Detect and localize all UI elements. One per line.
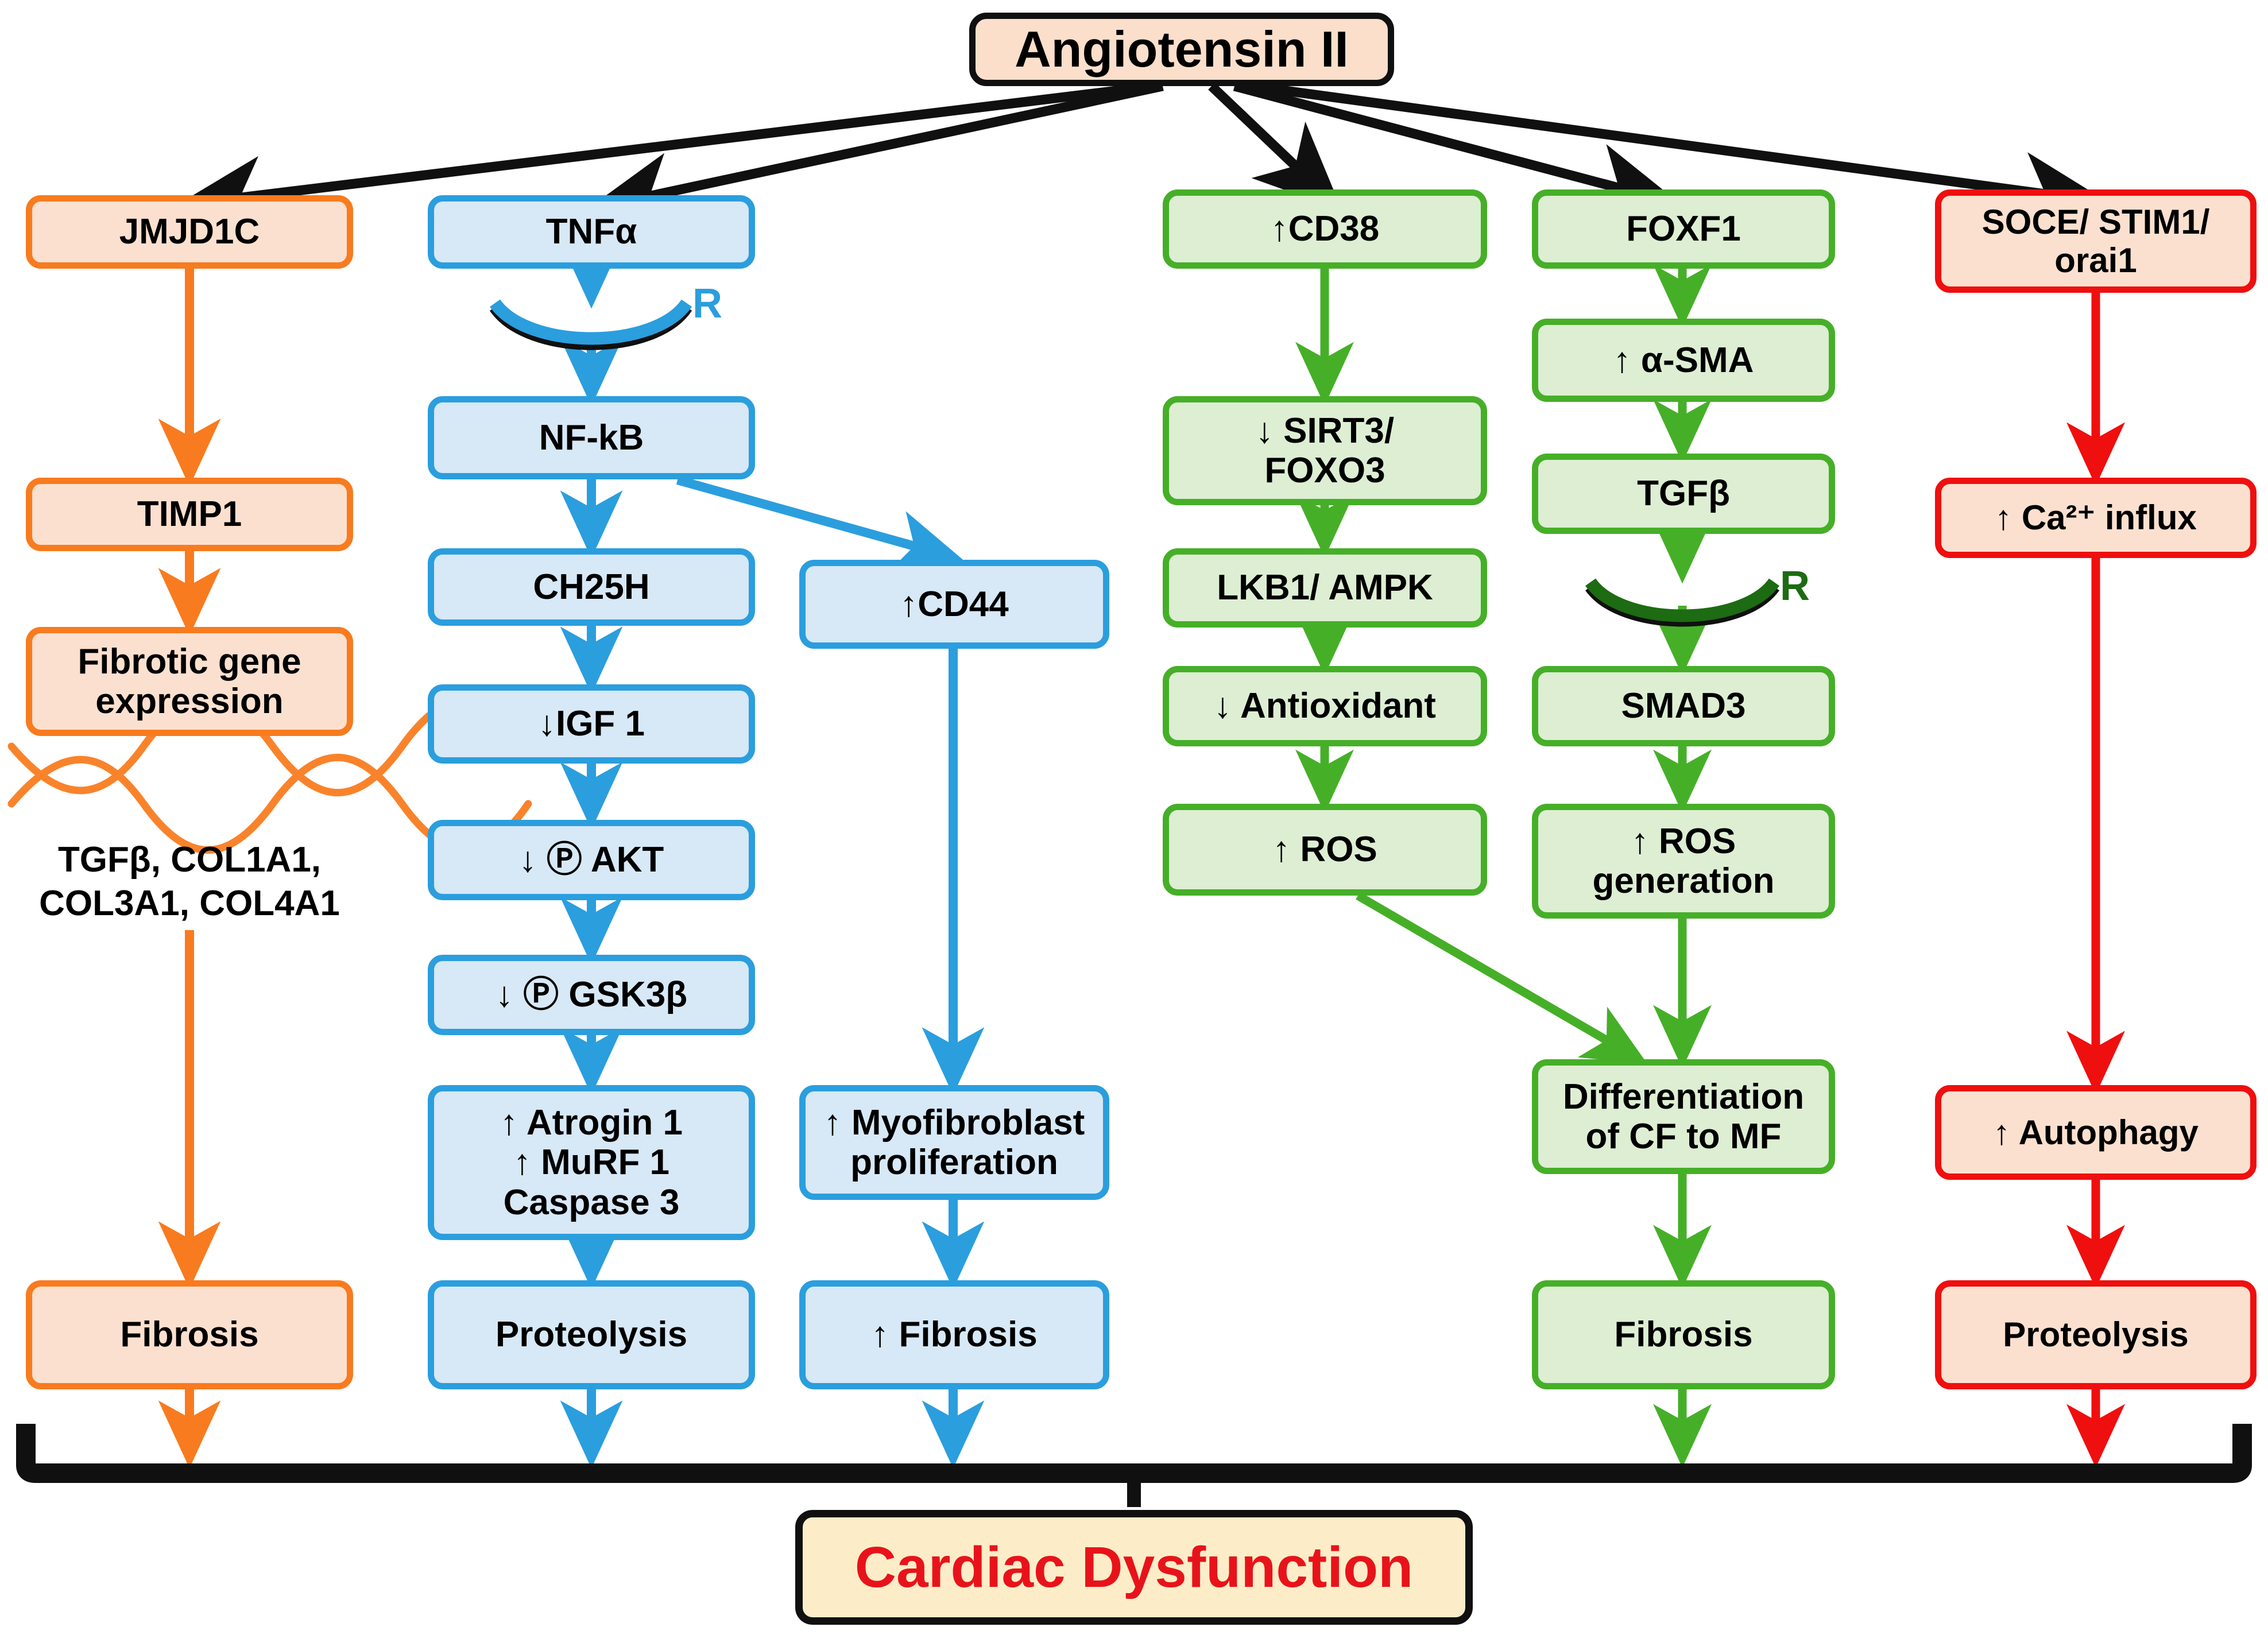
node-soce-stim1-orai1[interactable]: SOCE/ STIM1/ orai1 <box>1935 189 2257 293</box>
node-label: Fibrotic gene expression <box>78 641 301 721</box>
node-label: LKB1/ AMPK <box>1217 568 1433 608</box>
gene-list-annotation: TGFβ, COL1A1, COL3A1, COL4A1 <box>39 840 340 923</box>
node-foxf1[interactable]: FOXF1 <box>1532 189 1835 269</box>
tgfb-receptor-label: R <box>1780 563 1810 609</box>
node-label: ↑CD38 <box>1270 209 1380 249</box>
node-timp1[interactable]: TIMP1 <box>26 478 353 551</box>
node-label: ↑ Atrogin 1 ↑ MuRF 1 Caspase 3 <box>500 1102 683 1222</box>
node-sirt3-foxo3[interactable]: ↓ SIRT3/ FOXO3 <box>1163 396 1487 505</box>
node-label: Fibrosis <box>1614 1315 1753 1355</box>
node-label: ↓ Ⓟ GSK3β <box>495 975 688 1015</box>
node-label: ↑ Autophagy <box>1993 1113 2199 1152</box>
node-label: FOXF1 <box>1626 209 1741 249</box>
node-fibrotic-gene-expression[interactable]: Fibrotic gene expression <box>26 627 353 736</box>
node-label: ↑ Fibrosis <box>871 1315 1038 1355</box>
node-igf1[interactable]: ↓IGF 1 <box>428 684 755 764</box>
summary-bracket <box>16 1424 2252 1507</box>
tnf-receptor-label: R <box>692 281 722 327</box>
node-akt[interactable]: ↓ Ⓟ AKT <box>428 820 755 900</box>
node-label: NF-kB <box>539 417 644 458</box>
tnf-receptor-icon <box>489 299 692 350</box>
node-label: ↑ Myofibroblast proliferation <box>823 1102 1085 1182</box>
node-alpha-sma[interactable]: ↑ α-SMA <box>1532 319 1835 402</box>
node-proteolysis-red[interactable]: Proteolysis <box>1935 1280 2257 1389</box>
node-ch25h[interactable]: CH25H <box>428 548 755 626</box>
node-label: TNFα <box>545 212 637 252</box>
node-atrogin-murf-caspase[interactable]: ↑ Atrogin 1 ↑ MuRF 1 Caspase 3 <box>428 1085 755 1240</box>
node-proteolysis-blue[interactable]: Proteolysis <box>428 1280 755 1389</box>
node-label: ↓ Antioxidant <box>1214 686 1436 726</box>
node-cardiac-dysfunction[interactable]: Cardiac Dysfunction <box>795 1510 1473 1625</box>
node-fibrosis-green[interactable]: Fibrosis <box>1532 1280 1835 1389</box>
node-cd44[interactable]: ↑CD44 <box>799 560 1109 649</box>
node-label: Proteolysis <box>2003 1315 2189 1354</box>
node-jmjd1c[interactable]: JMJD1C <box>26 195 353 269</box>
node-label: SMAD3 <box>1621 686 1746 726</box>
node-tgfb[interactable]: TGFβ <box>1532 454 1835 534</box>
node-ros[interactable]: ↑ ROS <box>1163 804 1487 896</box>
node-label: ↑ α-SMA <box>1613 340 1754 380</box>
node-label: JMJD1C <box>119 212 260 252</box>
node-nf-kb[interactable]: NF-kB <box>428 396 755 479</box>
angiotensin-arrows <box>176 81 2110 234</box>
node-lkb1-ampk[interactable]: LKB1/ AMPK <box>1163 548 1487 628</box>
node-label: Angiotensin II <box>1015 20 1349 78</box>
node-label: TIMP1 <box>137 494 242 535</box>
node-smad3[interactable]: SMAD3 <box>1532 666 1835 746</box>
node-fibrosis-blue[interactable]: ↑ Fibrosis <box>799 1280 1109 1389</box>
node-differentiation-cf-mf[interactable]: Differentiation of CF to MF <box>1532 1059 1835 1174</box>
node-label: ↑ ROS generation <box>1592 821 1775 901</box>
tgfb-receptor-icon <box>1585 578 1779 627</box>
node-myofibroblast-proliferation[interactable]: ↑ Myofibroblast proliferation <box>799 1085 1109 1200</box>
node-label: ↓ SIRT3/ FOXO3 <box>1255 410 1395 490</box>
node-label: Differentiation of CF to MF <box>1562 1076 1805 1156</box>
node-label: ↑CD44 <box>900 584 1009 624</box>
node-cd38[interactable]: ↑CD38 <box>1163 189 1487 269</box>
node-label: Proteolysis <box>495 1315 688 1355</box>
node-label: TGFβ <box>1637 474 1730 514</box>
node-label: ↓IGF 1 <box>537 704 645 744</box>
node-label: CH25H <box>533 567 650 607</box>
node-autophagy[interactable]: ↑ Autophagy <box>1935 1085 2257 1180</box>
node-label: ↑ ROS <box>1272 830 1377 870</box>
node-label: Fibrosis <box>120 1315 259 1355</box>
node-label: ↑ Ca²⁺ influx <box>1995 498 2197 537</box>
node-label: ↓ Ⓟ AKT <box>518 840 664 880</box>
node-label: SOCE/ STIM1/ orai1 <box>1981 202 2210 280</box>
node-gsk3b[interactable]: ↓ Ⓟ GSK3β <box>428 955 755 1035</box>
node-label: Cardiac Dysfunction <box>854 1535 1414 1599</box>
node-ros-generation[interactable]: ↑ ROS generation <box>1532 804 1835 919</box>
node-fibrosis-orange[interactable]: Fibrosis <box>26 1280 353 1389</box>
node-ca-influx[interactable]: ↑ Ca²⁺ influx <box>1935 478 2257 558</box>
node-angiotensin-ii[interactable]: Angiotensin II <box>969 13 1394 86</box>
node-antioxidant[interactable]: ↓ Antioxidant <box>1163 666 1487 746</box>
node-tnfa[interactable]: TNFα <box>428 195 755 269</box>
